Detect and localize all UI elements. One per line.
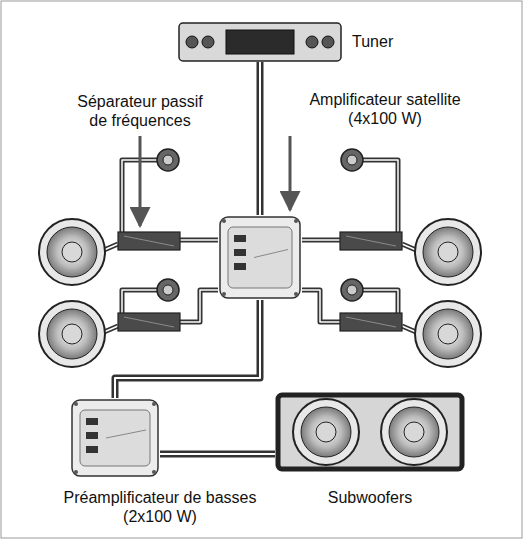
leader-arrow [289, 136, 292, 210]
cable [160, 453, 275, 455]
callout-label: Séparateur passif de fréquences [70, 92, 210, 130]
node-label: Préamplificateur de basses (2x100 W) [50, 488, 270, 526]
tuner-shape [178, 22, 342, 62]
amplifier-box: Amplificateur satellite (4x100 W) [218, 215, 302, 300]
leader-arrow [139, 136, 142, 226]
node-label: Tuner [352, 32, 432, 51]
node-label: Subwoofers [275, 488, 465, 507]
cable-outline [257, 62, 264, 215]
amp-shape [218, 215, 302, 300]
amplifier-box: Préamplificateur de basses (2x100 W) [70, 398, 160, 478]
node-label: Amplificateur satellite (4x100 W) [285, 90, 485, 128]
tuner-unit: Tuner [178, 22, 342, 62]
cable-outline [160, 451, 275, 458]
cable [115, 300, 260, 398]
subwoofer-box: Subwoofers [275, 392, 465, 472]
cable-outline [115, 300, 260, 398]
amp-shape [70, 398, 160, 478]
cable [259, 62, 261, 215]
sub-shape [275, 392, 465, 472]
